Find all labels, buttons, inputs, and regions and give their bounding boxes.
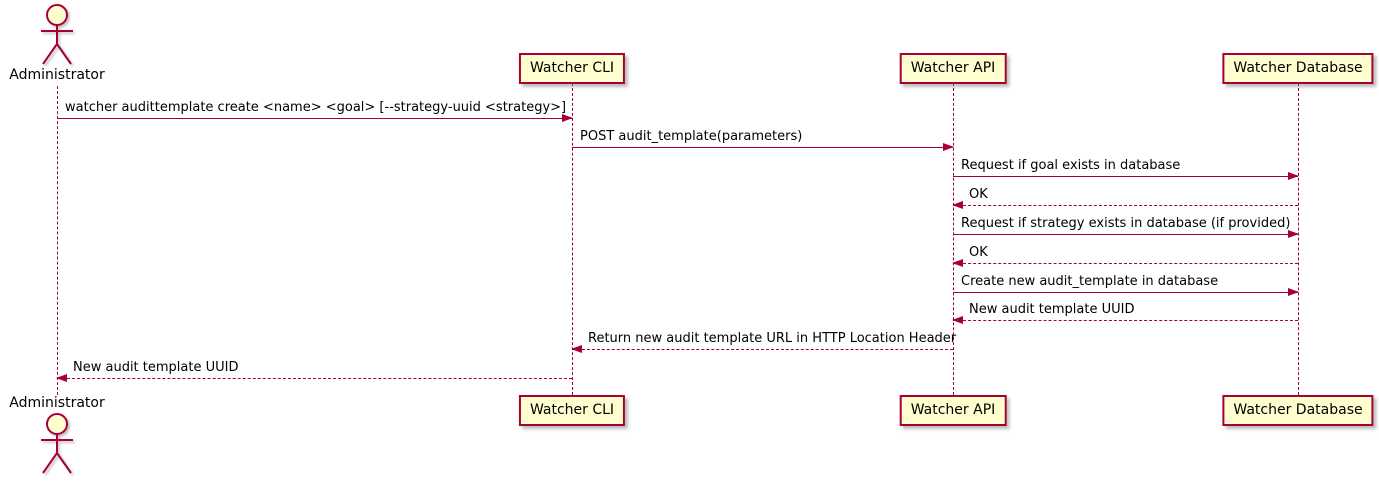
- message-10: New audit template UUID: [56, 360, 572, 382]
- message-8: New audit template UUID: [952, 302, 1298, 324]
- actor-icon: [41, 413, 73, 474]
- actor-label-top: Administrator: [9, 67, 105, 83]
- message-label: Create new audit_template in database: [961, 274, 1219, 289]
- actor-icon: [41, 4, 73, 65]
- message-label: New audit template UUID: [969, 302, 1135, 317]
- lifeline-watcher-database: [1298, 83, 1299, 395]
- message-line: [952, 259, 1298, 267]
- lifeline-administrator: [57, 86, 58, 395]
- lifeline-watcher-api: [953, 83, 954, 395]
- message-line: [952, 201, 1298, 209]
- message-line: [571, 345, 953, 353]
- message-7: Create new audit_template in database: [953, 274, 1299, 296]
- message-label: New audit template UUID: [73, 360, 239, 375]
- message-label: POST audit_template(parameters): [580, 129, 803, 144]
- message-line: [57, 114, 573, 122]
- arrowhead-right-icon: [562, 114, 573, 122]
- arrowhead-right-icon: [1288, 288, 1299, 296]
- participant-watcher-database-top: Watcher Database: [1222, 53, 1374, 84]
- message-2: POST audit_template(parameters): [572, 129, 954, 151]
- message-5: Request if strategy exists in database (…: [953, 216, 1299, 238]
- participant-watcher-api-top: Watcher API: [899, 53, 1007, 84]
- lifeline-watcher-cli: [572, 83, 573, 395]
- participant-watcher-cli-top: Watcher CLI: [518, 53, 626, 84]
- message-3: Request if goal exists in database: [953, 158, 1299, 180]
- participant-watcher-cli-bottom: Watcher CLI: [518, 395, 626, 426]
- arrowhead-right-icon: [943, 143, 954, 151]
- arrowhead-left-icon: [952, 201, 963, 209]
- participant-watcher-api-bottom: Watcher API: [899, 395, 1007, 426]
- message-line: [953, 288, 1299, 296]
- message-label: watcher audittemplate create <name> <goa…: [65, 100, 567, 115]
- actor-administrator-bottom: [35, 413, 79, 475]
- message-label: Request if strategy exists in database (…: [961, 216, 1291, 231]
- arrowhead-left-icon: [952, 316, 963, 324]
- message-line: [56, 374, 572, 382]
- arrowhead-left-icon: [56, 374, 67, 382]
- arrowhead-right-icon: [1288, 172, 1299, 180]
- message-label: OK: [969, 245, 988, 260]
- message-line: [953, 230, 1299, 238]
- message-label: Return new audit template URL in HTTP Lo…: [588, 331, 957, 346]
- message-1: watcher audittemplate create <name> <goa…: [57, 100, 573, 122]
- arrowhead-left-icon: [952, 259, 963, 267]
- actor-administrator-top: [35, 4, 79, 66]
- message-label: Request if goal exists in database: [961, 158, 1181, 173]
- arrowhead-right-icon: [1288, 230, 1299, 238]
- message-9: Return new audit template URL in HTTP Lo…: [571, 331, 957, 353]
- arrowhead-left-icon: [571, 345, 582, 353]
- actor-label-bottom: Administrator: [9, 395, 105, 411]
- message-4: OK: [952, 187, 1298, 209]
- message-label: OK: [969, 187, 988, 202]
- participant-watcher-database-bottom: Watcher Database: [1222, 395, 1374, 426]
- message-line: [953, 172, 1299, 180]
- message-line: [952, 316, 1298, 324]
- message-6: OK: [952, 245, 1298, 267]
- message-line: [572, 143, 954, 151]
